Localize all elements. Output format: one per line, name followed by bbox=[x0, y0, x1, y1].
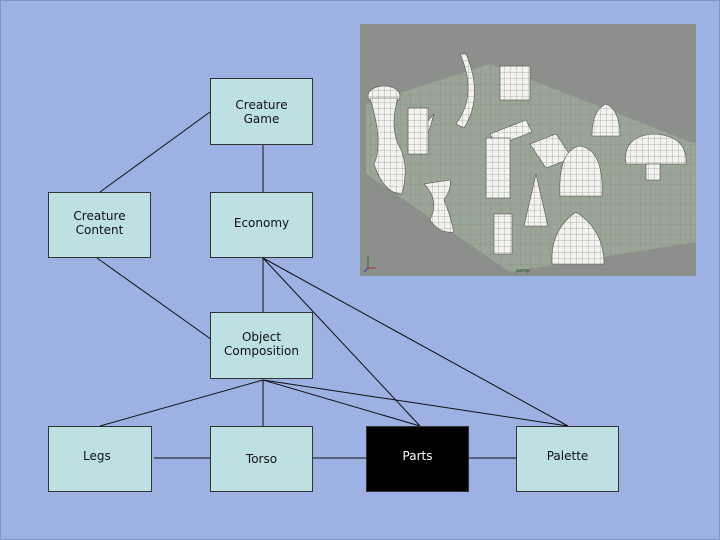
node-torso: Torso bbox=[210, 426, 313, 492]
node-legs: Legs bbox=[48, 426, 152, 492]
link-economy-palette bbox=[262, 257, 569, 427]
link-composition-legs bbox=[99, 379, 264, 427]
link-composition-parts bbox=[262, 379, 421, 427]
3d-scene-image: persp bbox=[360, 24, 696, 276]
link-game-content bbox=[99, 111, 211, 193]
node-parts: Parts bbox=[366, 426, 469, 492]
3d-viewport-render: persp bbox=[360, 24, 696, 276]
node-creature-content: Creature Content bbox=[48, 192, 151, 258]
link-economy-parts bbox=[262, 257, 421, 427]
node-economy: Economy bbox=[210, 192, 313, 258]
axis-gizmo-icon bbox=[363, 256, 376, 273]
link-composition-palette bbox=[262, 379, 569, 427]
viewport-label: persp bbox=[516, 268, 530, 274]
node-object-composition: Object Composition bbox=[210, 312, 313, 379]
node-palette: Palette bbox=[516, 426, 619, 492]
node-creature-game: Creature Game bbox=[210, 78, 313, 145]
